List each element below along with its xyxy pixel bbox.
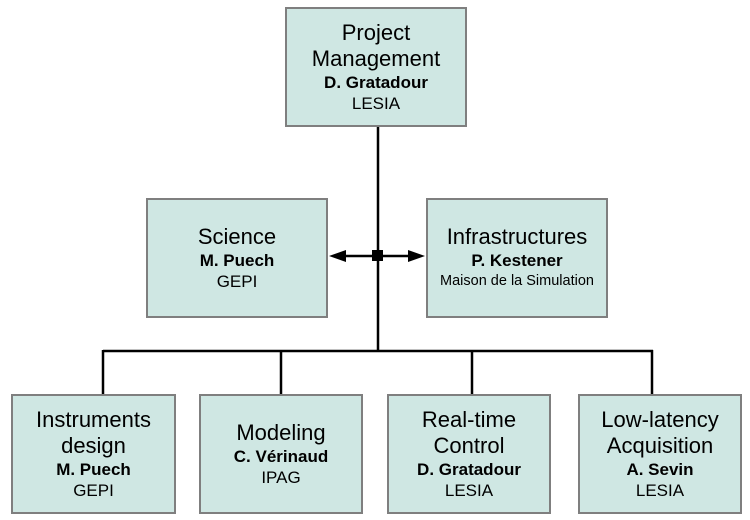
junction-node	[372, 250, 383, 261]
node-title: Infrastructures	[446, 224, 588, 249]
arrow-left-icon	[329, 250, 346, 262]
node-org: Maison de la Simulation	[440, 273, 594, 289]
node-person: D. Gratadour	[417, 460, 521, 479]
node-title: design	[61, 433, 126, 458]
node-org: LESIA	[444, 481, 494, 500]
node-title: Real-time	[421, 407, 517, 432]
node-person: M. Puech	[199, 251, 275, 270]
node-person: D. Gratadour	[324, 73, 428, 92]
node-low-latency-acquisition: Low-latency Acquisition A. Sevin LESIA	[578, 394, 742, 514]
node-title: Acquisition	[606, 433, 714, 458]
node-title: Low-latency	[601, 407, 719, 432]
node-title: Management	[311, 46, 441, 71]
node-science: Science M. Puech GEPI	[146, 198, 328, 318]
node-org: LESIA	[351, 94, 401, 113]
arrow-right-icon	[408, 250, 425, 262]
node-instruments-design: Instruments design M. Puech GEPI	[11, 394, 176, 514]
node-person: M. Puech	[56, 460, 131, 479]
node-org: LESIA	[635, 481, 685, 500]
node-org: IPAG	[261, 468, 301, 487]
node-title: Science	[197, 224, 277, 249]
node-title: Instruments	[36, 407, 151, 432]
node-org: GEPI	[216, 272, 258, 291]
node-org: GEPI	[73, 481, 114, 500]
node-person: P. Kestener	[471, 251, 563, 270]
node-title: Control	[433, 433, 505, 458]
node-infrastructures: Infrastructures P. Kestener Maison de la…	[426, 198, 608, 318]
node-title: Project	[341, 20, 411, 45]
node-title: Modeling	[236, 420, 326, 445]
node-person: A. Sevin	[626, 460, 694, 479]
node-project-management: Project Management D. Gratadour LESIA	[285, 7, 467, 127]
node-person: C. Vérinaud	[233, 447, 329, 466]
node-real-time-control: Real-time Control D. Gratadour LESIA	[387, 394, 551, 514]
node-modeling: Modeling C. Vérinaud IPAG	[199, 394, 363, 514]
